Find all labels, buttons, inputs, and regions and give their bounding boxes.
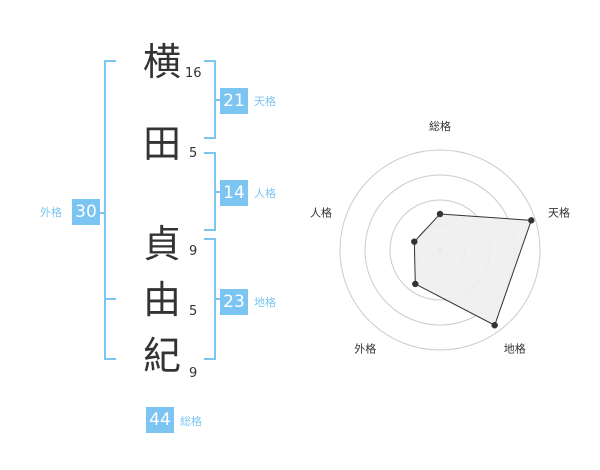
radar-point-4 bbox=[412, 280, 419, 288]
radar-axis-label: 天格 bbox=[548, 205, 570, 219]
stroke-count-5: 9 bbox=[189, 366, 198, 381]
tenkaku-value: 21 bbox=[220, 88, 248, 114]
gaikaku-bracket-tick bbox=[98, 212, 104, 214]
name-char-3: 貞 bbox=[142, 222, 181, 266]
jinkaku-bracket bbox=[204, 152, 216, 231]
radar-series-area bbox=[413, 213, 532, 326]
name-char-4: 由 bbox=[142, 278, 181, 322]
jinkaku-value: 14 bbox=[220, 180, 248, 206]
radar-point-2 bbox=[528, 217, 535, 224]
radar-axis-label: 総格 bbox=[429, 119, 451, 133]
gaikaku-value: 30 bbox=[72, 199, 100, 225]
radar-point-3 bbox=[491, 322, 498, 329]
tenkaku-bracket bbox=[204, 60, 216, 139]
chikaku-bracket bbox=[204, 238, 216, 360]
tenkaku-bracket-tick bbox=[216, 99, 221, 101]
radar-point-5 bbox=[411, 238, 418, 245]
stroke-count-2: 5 bbox=[189, 146, 198, 161]
radar-axis-label: 地格 bbox=[504, 342, 526, 356]
radar-axis-label: 外格 bbox=[354, 342, 376, 356]
tenkaku-label: 天格 bbox=[254, 95, 276, 108]
radar-axis-label: 人格 bbox=[310, 205, 332, 219]
stroke-count-3: 9 bbox=[189, 244, 198, 259]
stroke-count-1: 16 bbox=[185, 66, 202, 81]
stroke-count-4: 5 bbox=[189, 304, 198, 319]
jinkaku-bracket-tick bbox=[216, 191, 221, 193]
jinkaku-label: 人格 bbox=[254, 187, 276, 200]
soukaku-label: 総格 bbox=[180, 415, 202, 428]
radar-grid-ring bbox=[339, 149, 541, 351]
name-char-5: 紀 bbox=[142, 334, 181, 378]
chikaku-value: 23 bbox=[220, 289, 248, 315]
chikaku-bracket-tick bbox=[216, 298, 221, 300]
name-char-2: 田 bbox=[142, 122, 181, 166]
gaikaku-bracket-split bbox=[104, 298, 116, 300]
gaikaku-bracket bbox=[104, 60, 116, 360]
name-char-1: 横 bbox=[142, 40, 181, 84]
chikaku-label: 地格 bbox=[254, 296, 276, 309]
radar-point-1 bbox=[436, 210, 444, 218]
gaikaku-label: 外格 bbox=[40, 206, 62, 219]
soukaku-value: 44 bbox=[146, 407, 174, 433]
